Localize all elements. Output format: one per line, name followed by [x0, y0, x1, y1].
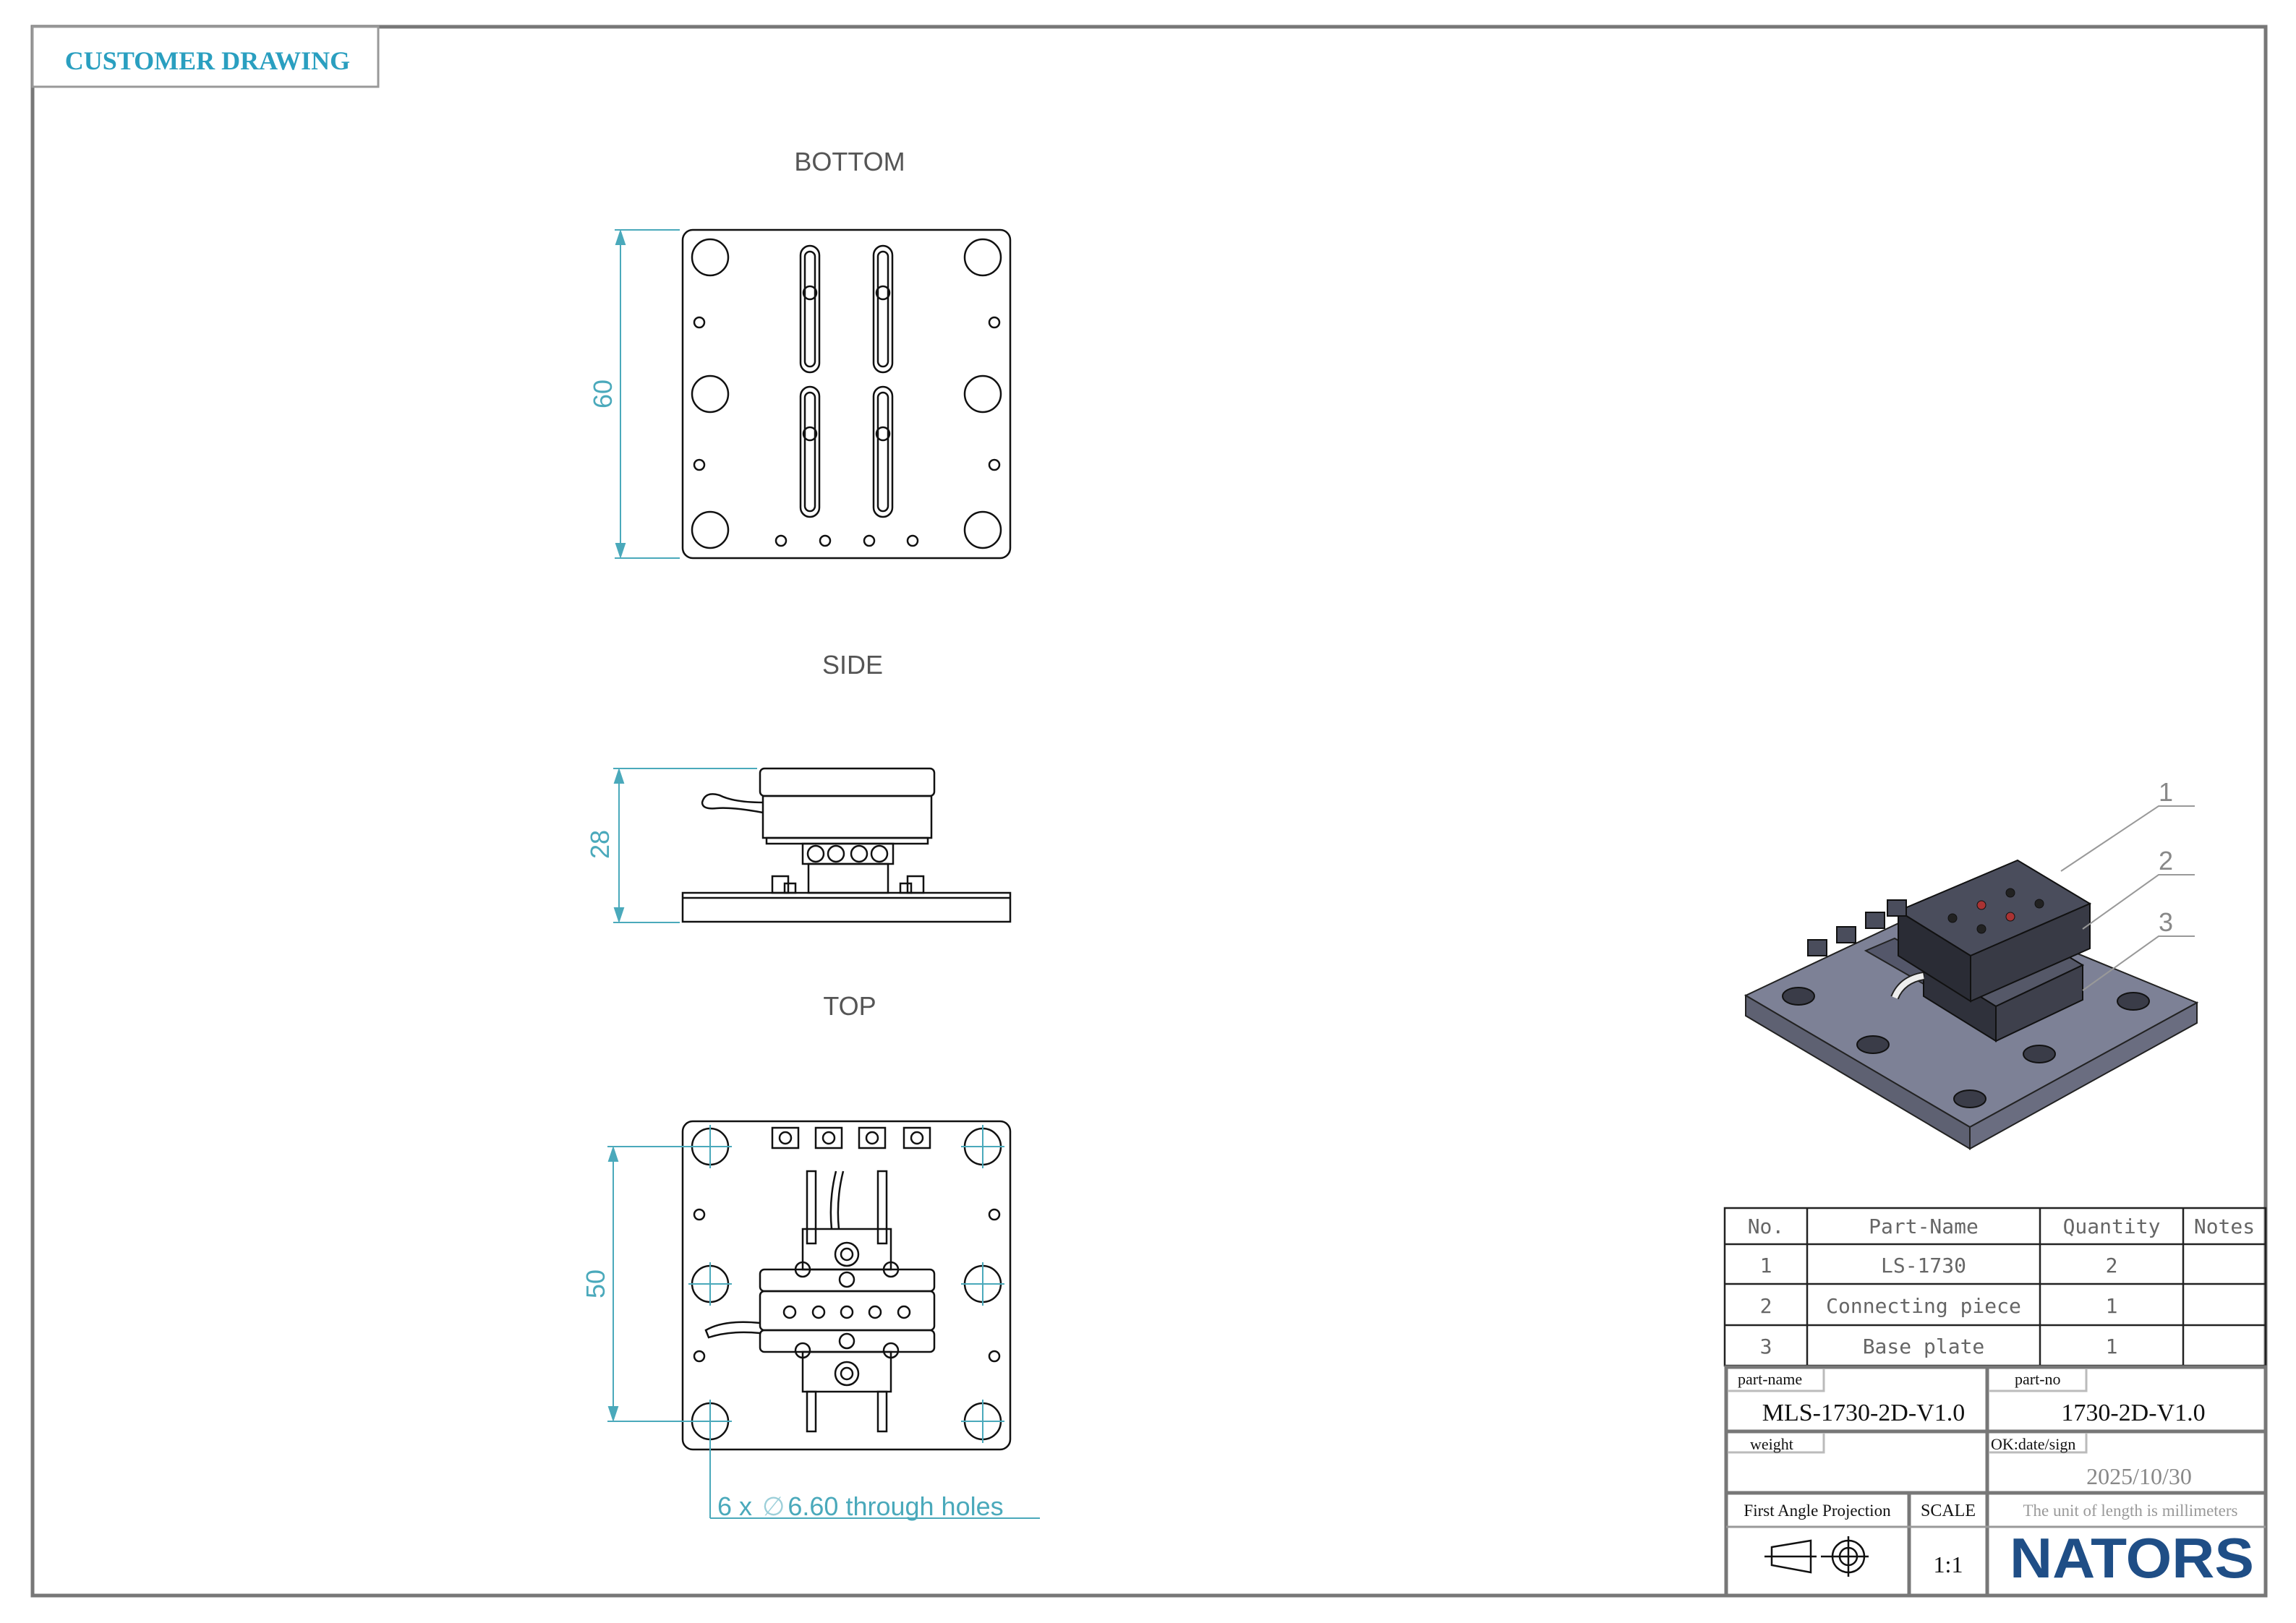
side-height-dimension: 28: [585, 830, 615, 859]
ok-date-sign-label: OK:date/sign: [1991, 1435, 2075, 1453]
bom-table: No. Part-Name Quantity Notes 1 LS-1730 2…: [1723, 1207, 2267, 1367]
part-no-value: 1730-2D-V1.0: [2061, 1400, 2205, 1426]
balloon-3: 3: [2159, 907, 2173, 937]
side-view-label: SIDE: [822, 650, 883, 680]
date-value: 2025/10/30: [2086, 1463, 2192, 1489]
title-box: [31, 25, 380, 88]
bom-header-notes: Notes: [2194, 1215, 2255, 1238]
bottom-view-label: BOTTOM: [794, 147, 905, 176]
bom-row: 3 Base plate 1: [1760, 1335, 2118, 1358]
bom-row-qty: 1: [2106, 1294, 2118, 1318]
isometric-view: 1 2 3: [1744, 777, 2199, 1150]
balloon-2: 2: [2159, 846, 2173, 875]
title-block: part-name part-no weight OK:date/sign ML…: [1724, 1365, 2268, 1598]
bottom-height-dimension: 60: [588, 380, 618, 408]
sheet-border: [30, 25, 2268, 1598]
bom-header-quantity: Quantity: [2063, 1215, 2161, 1238]
bom-row-name: Base plate: [1863, 1335, 1985, 1358]
bom-row: 1 LS-1730 2: [1760, 1254, 2118, 1277]
bom-row-qty: 2: [2106, 1254, 2118, 1277]
bom-row-no: 1: [1760, 1254, 1772, 1277]
balloon-1: 1: [2159, 777, 2173, 807]
bom-row-name: LS-1730: [1881, 1254, 1966, 1277]
bom-row-qty: 1: [2106, 1335, 2118, 1358]
bom-header-part-name: Part-Name: [1869, 1215, 1979, 1238]
bom-row-no: 3: [1760, 1335, 1772, 1358]
bom-header-no: No.: [1748, 1215, 1785, 1238]
top-view: TOP: [581, 991, 1040, 1521]
top-hole-spacing-dimension: 50: [581, 1269, 610, 1298]
scale-label: SCALE: [1921, 1502, 1976, 1520]
part-no-label: part-no: [2015, 1370, 2061, 1388]
bom-row: 2 Connecting piece 1: [1760, 1294, 2118, 1318]
nators-logo: NATORS: [2010, 1526, 2254, 1590]
unit-note: The unit of length is millimeters: [2023, 1502, 2237, 1520]
scale-value: 1:1: [1934, 1551, 1963, 1577]
first-angle-projection-icon: [1764, 1536, 1869, 1577]
drawing-title: CUSTOMER DRAWING: [65, 46, 350, 75]
part-name-value: MLS-1730-2D-V1.0: [1762, 1400, 1965, 1426]
projection-label: First Angle Projection: [1744, 1502, 1891, 1520]
bottom-view: BOTTOM 60: [588, 147, 1012, 560]
bom-row-no: 2: [1760, 1294, 1772, 1318]
side-view: SIDE 28: [585, 650, 1012, 924]
hole-note: 6 x∅6.60 through holes: [717, 1491, 1004, 1521]
bom-row-name: Connecting piece: [1826, 1294, 2021, 1318]
top-view-label: TOP: [823, 991, 876, 1021]
weight-label: weight: [1750, 1435, 1793, 1453]
part-name-label: part-name: [1738, 1370, 1802, 1388]
